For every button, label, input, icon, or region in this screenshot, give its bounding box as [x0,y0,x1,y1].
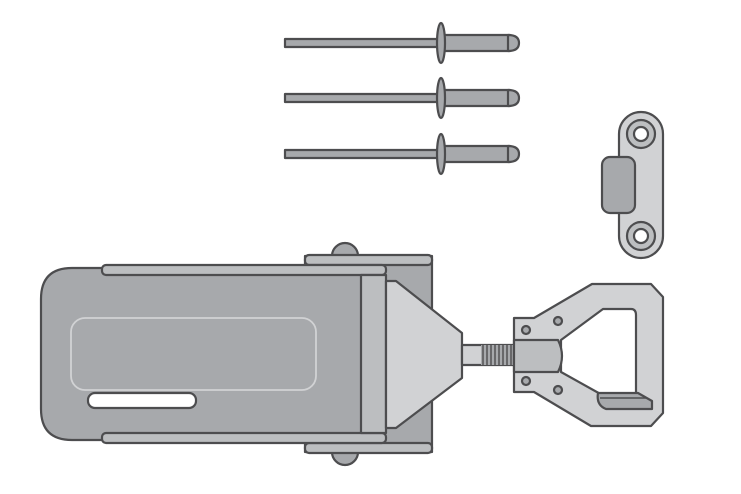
rivet-1 [283,21,521,65]
strike-plate [600,110,665,260]
rivet-2 [283,76,521,120]
draw-latch [39,241,665,467]
rivet-3 [283,132,521,176]
thread [481,345,513,365]
lever-slot [86,391,198,410]
